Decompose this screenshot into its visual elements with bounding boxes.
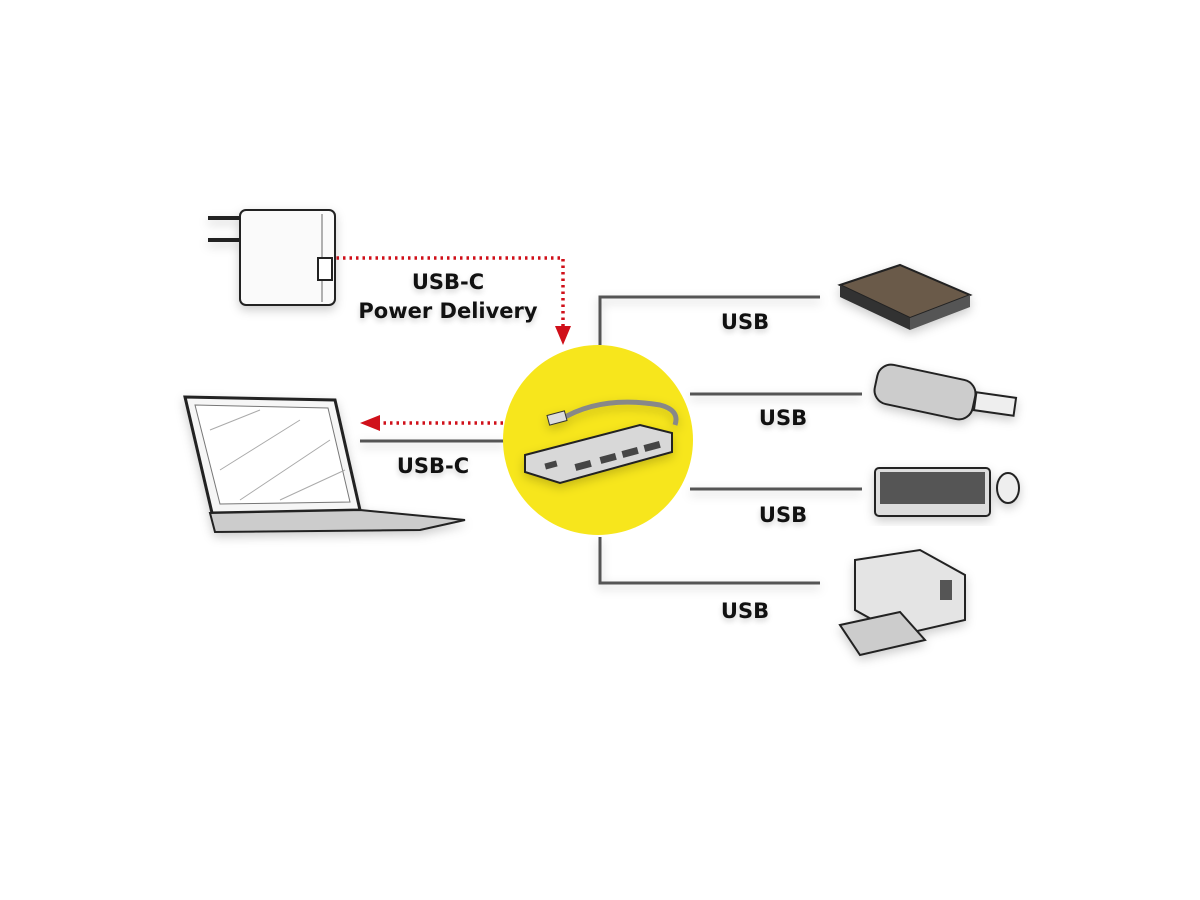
- card-reader-icon: [873, 363, 1018, 421]
- usb-label-printer: USB: [720, 599, 770, 623]
- usb-label-card-reader: USB: [758, 406, 808, 430]
- keyboard-mouse-icon: [874, 467, 1020, 517]
- power-input-line: [330, 256, 565, 328]
- usb-label-hard-drive: USB: [720, 310, 770, 334]
- usb-label-keyboard: USB: [758, 503, 808, 527]
- laptop-icon: [183, 395, 466, 534]
- arrow-left-icon: [360, 415, 380, 431]
- usb-hub-icon: [524, 399, 679, 485]
- power-delivery-label-line1: USB-C: [411, 270, 485, 294]
- printer-icon: [838, 548, 966, 657]
- power-adapter-icon: [208, 209, 336, 306]
- power-flow: [330, 256, 565, 425]
- laptop-link-label: USB-C: [396, 454, 470, 478]
- usb-cable-1: [598, 295, 820, 345]
- cable-lines: [360, 295, 862, 585]
- external-hard-drive-icon: [837, 263, 973, 330]
- usb-cable-4: [598, 537, 820, 585]
- arrow-down-icon: [555, 326, 571, 345]
- power-delivery-label-line2: Power Delivery: [358, 299, 538, 323]
